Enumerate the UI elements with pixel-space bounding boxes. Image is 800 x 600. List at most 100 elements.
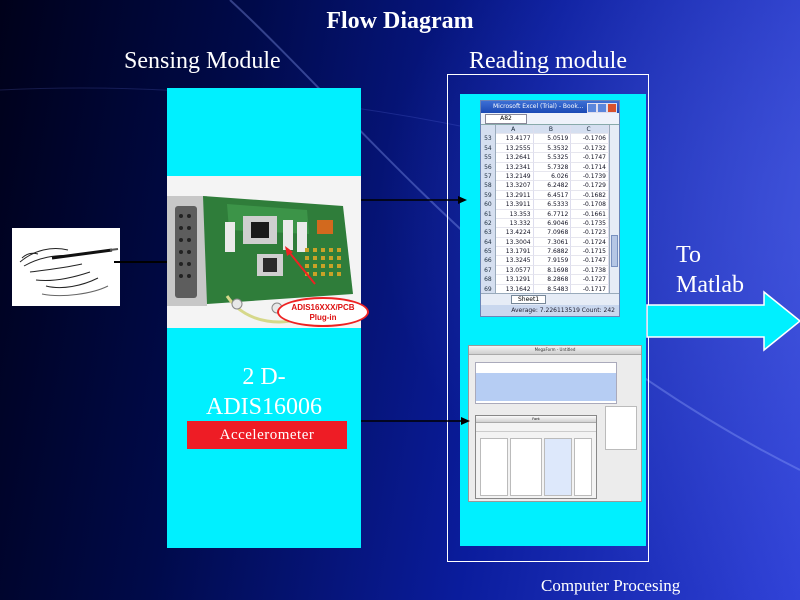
table-cell[interactable]: 6.7712 xyxy=(533,209,572,219)
table-cell[interactable]: -0.1747 xyxy=(571,153,609,163)
table-cell[interactable]: 8.2868 xyxy=(533,275,572,285)
sheet-tab[interactable]: Sheet1 xyxy=(511,295,547,304)
row-header[interactable]: 63 xyxy=(481,228,496,238)
table-cell[interactable]: 13.4177 xyxy=(495,134,534,144)
table-cell[interactable]: 13.2341 xyxy=(495,162,534,172)
font-typeface-list[interactable] xyxy=(544,438,572,496)
to-matlab-arrow xyxy=(646,290,800,352)
row-header[interactable]: 65 xyxy=(481,247,496,257)
table-cell[interactable]: -0.1727 xyxy=(571,275,609,285)
table-cell[interactable]: 6.9046 xyxy=(533,218,572,229)
row-header[interactable]: 61 xyxy=(481,209,496,219)
table-cell[interactable]: -0.1747 xyxy=(571,256,609,266)
row-header[interactable]: 66 xyxy=(481,256,496,266)
excel-column-header[interactable]: B xyxy=(533,125,572,135)
table-cell[interactable]: 13.2555 xyxy=(495,143,534,154)
scrollbar-thumb[interactable] xyxy=(611,235,618,267)
table-cell[interactable]: 6.2482 xyxy=(533,181,572,191)
table-cell[interactable]: 13.3911 xyxy=(495,200,534,210)
row-header[interactable]: 56 xyxy=(481,162,496,172)
table-cell[interactable]: -0.1729 xyxy=(571,181,609,191)
row-header[interactable]: 59 xyxy=(481,190,496,201)
table-cell[interactable]: 13.332 xyxy=(495,218,534,229)
table-cell[interactable]: 13.3207 xyxy=(495,181,534,191)
table-cell[interactable]: 6.5333 xyxy=(533,200,572,210)
excel-name-box[interactable]: A82 xyxy=(485,114,527,124)
row-header[interactable]: 69 xyxy=(481,284,496,295)
table-cell[interactable]: -0.1723 xyxy=(571,228,609,238)
row-header[interactable]: 57 xyxy=(481,171,496,182)
excel-column-header[interactable]: A xyxy=(495,125,534,135)
table-cell[interactable]: 13.1291 xyxy=(495,275,534,285)
table-cell[interactable]: -0.1724 xyxy=(571,237,609,248)
table-cell[interactable]: 13.4224 xyxy=(495,228,534,238)
table-cell[interactable]: 7.9159 xyxy=(533,256,572,266)
table-cell[interactable]: 13.3004 xyxy=(495,237,534,248)
table-cell[interactable]: 7.6882 xyxy=(533,247,572,257)
row-header[interactable]: 53 xyxy=(481,134,496,144)
row-header[interactable]: 68 xyxy=(481,275,496,285)
table-cell[interactable]: -0.1708 xyxy=(571,200,609,210)
table-cell[interactable]: -0.1714 xyxy=(571,162,609,172)
table-cell[interactable]: 13.353 xyxy=(495,209,534,219)
table-cell[interactable]: 5.5325 xyxy=(533,153,572,163)
table-cell[interactable]: -0.1739 xyxy=(571,171,609,182)
table-cell[interactable]: 8.1698 xyxy=(533,265,572,276)
font-collections-list[interactable] xyxy=(480,438,508,496)
table-cell[interactable]: 5.3532 xyxy=(533,143,572,154)
to-matlab-line-1: To xyxy=(676,242,701,268)
table-cell[interactable]: 6.026 xyxy=(533,171,572,182)
megaform-list[interactable] xyxy=(475,362,617,404)
excel-sheet-tabs: Sheet1 xyxy=(481,293,619,305)
row-header[interactable]: 58 xyxy=(481,181,496,191)
minimize-icon[interactable] xyxy=(587,103,597,113)
table-cell[interactable]: 13.1791 xyxy=(495,247,534,257)
table-cell[interactable]: 13.2911 xyxy=(495,190,534,201)
table-cell[interactable]: 13.2641 xyxy=(495,153,534,163)
row-header[interactable]: 64 xyxy=(481,237,496,248)
row-header[interactable]: 62 xyxy=(481,218,496,229)
excel-column-header[interactable]: C xyxy=(571,125,609,135)
close-icon[interactable] xyxy=(607,103,617,113)
table-cell[interactable]: -0.1682 xyxy=(571,190,609,201)
table-cell[interactable]: 13.3245 xyxy=(495,256,534,266)
table-cell[interactable]: -0.1735 xyxy=(571,218,609,229)
table-cell[interactable]: 13.0577 xyxy=(495,265,534,276)
row-header[interactable]: 54 xyxy=(481,143,496,154)
row-header[interactable]: 60 xyxy=(481,200,496,210)
table-cell[interactable]: 5.7328 xyxy=(533,162,572,172)
row-header[interactable]: 67 xyxy=(481,265,496,276)
table-cell[interactable]: 13.2149 xyxy=(495,171,534,182)
table-cell[interactable]: -0.1732 xyxy=(571,143,609,154)
table-cell[interactable]: 5.0519 xyxy=(533,134,572,144)
row-header[interactable]: 55 xyxy=(481,153,496,163)
maximize-icon[interactable] xyxy=(597,103,607,113)
font-family-list[interactable] xyxy=(510,438,542,496)
font-size-list[interactable] xyxy=(574,438,592,496)
table-cell[interactable]: -0.1715 xyxy=(571,247,609,257)
table-cell[interactable]: 6.4517 xyxy=(533,190,572,201)
excel-vertical-scrollbar[interactable] xyxy=(609,125,619,294)
chip-name-line-1: 2 D- xyxy=(242,364,286,390)
table-cell[interactable]: 7.0968 xyxy=(533,228,572,238)
table-cell[interactable]: 7.3061 xyxy=(533,237,572,248)
table-cell[interactable]: -0.1706 xyxy=(571,134,609,144)
table-cell[interactable]: -0.1661 xyxy=(571,209,609,219)
table-cell[interactable]: -0.1738 xyxy=(571,265,609,276)
